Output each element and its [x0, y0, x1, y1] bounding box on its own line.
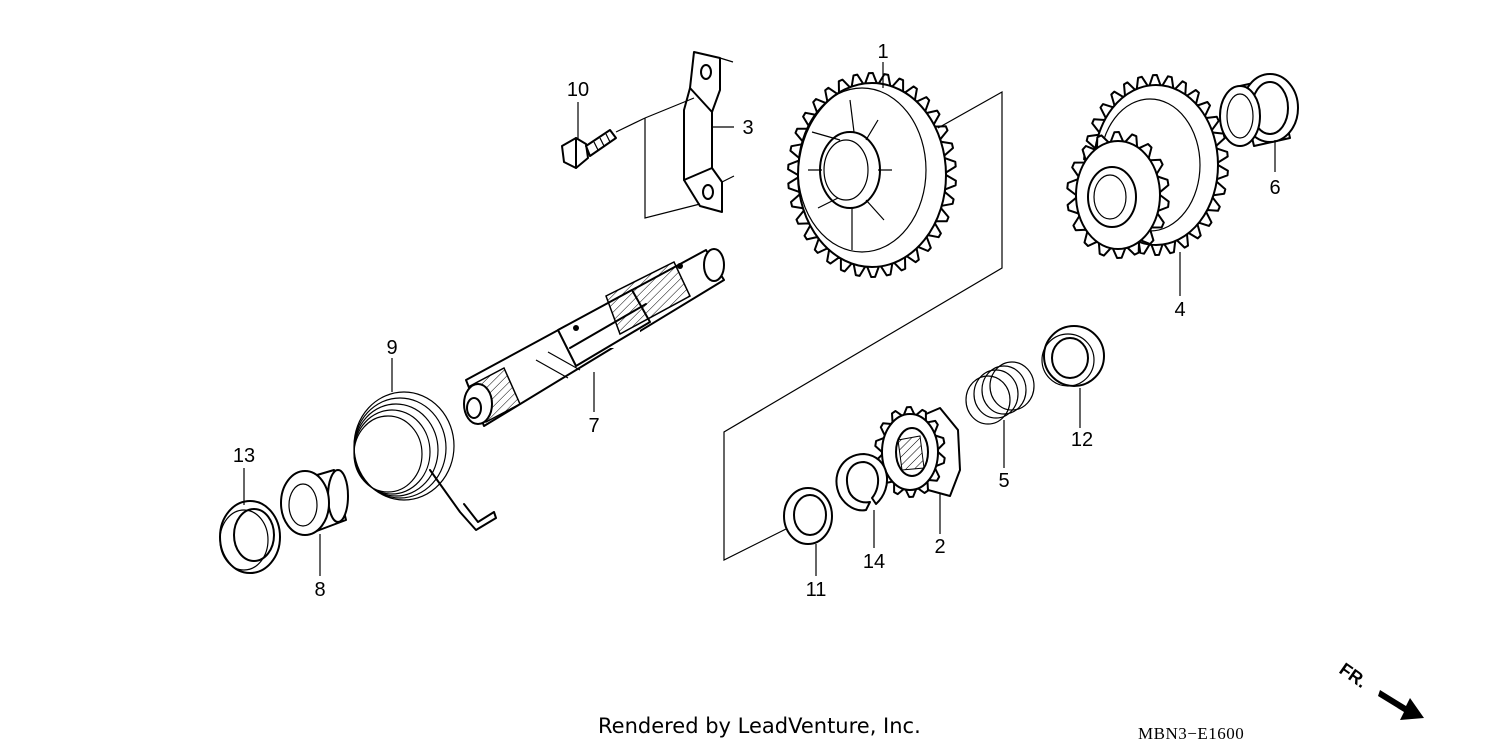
- washer-13-part: [219, 500, 281, 574]
- washer-11-part: [783, 487, 833, 545]
- part-label-9: 9: [386, 337, 397, 359]
- leader-lines: [243, 62, 1276, 576]
- front-direction-marker: FR.: [1336, 659, 1424, 720]
- part-label-3: 3: [742, 117, 753, 139]
- assembly-outline: [723, 90, 1003, 561]
- part-label-2: 2: [934, 536, 945, 558]
- part-label-14: 14: [863, 551, 885, 573]
- front-direction-label: FR.: [1336, 659, 1371, 692]
- washer-12-part: [1041, 325, 1105, 387]
- rendered-by-credit: Rendered by LeadVenture, Inc.: [598, 714, 921, 738]
- large-gear-part: [787, 72, 957, 278]
- part-label-6: 6: [1269, 177, 1280, 199]
- arrow-icon: [1378, 690, 1424, 720]
- part-label-1: 1: [877, 41, 888, 63]
- part-label-8: 8: [314, 579, 325, 601]
- circlip-part: [835, 453, 889, 512]
- part-label-12: 12: [1071, 429, 1093, 451]
- part-label-4: 4: [1174, 299, 1185, 321]
- part-label-5: 5: [998, 470, 1009, 492]
- part-label-7: 7: [588, 415, 599, 437]
- bracket-part: [644, 51, 735, 219]
- part-label-11: 11: [806, 579, 827, 601]
- ratchet-part: [874, 406, 961, 498]
- compound-gear-part: [1066, 74, 1229, 259]
- kickstarter-spring-part: [353, 391, 497, 531]
- coil-spring-part: [965, 361, 1035, 425]
- kickstarter-shaft-part: [463, 248, 725, 427]
- bolt-part: [561, 117, 646, 169]
- collar-part: [280, 469, 349, 536]
- bushing-part: [1219, 73, 1299, 147]
- part-label-10: 10: [567, 79, 589, 101]
- diagram-code: MBN3−E1600: [1138, 724, 1245, 743]
- part-label-13: 13: [233, 445, 255, 467]
